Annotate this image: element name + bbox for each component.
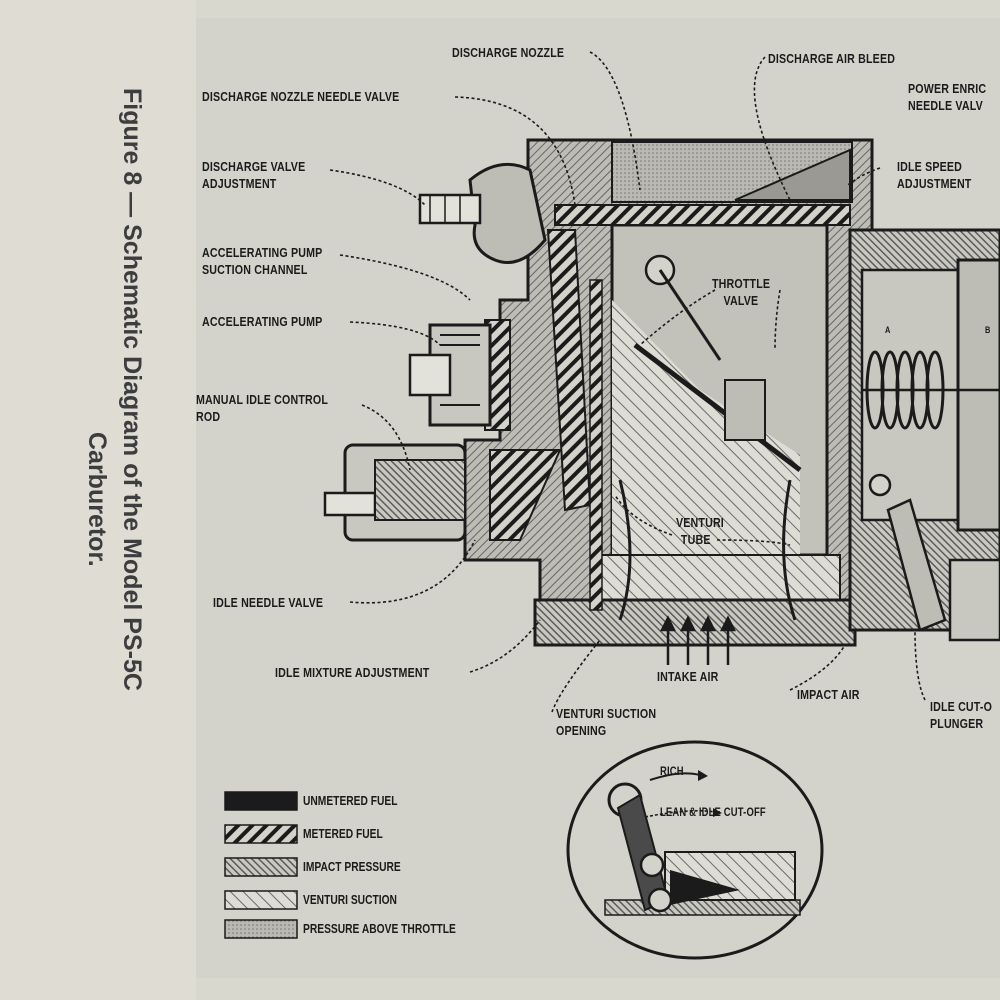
- label-idle-needle-valve: IDLE NEEDLE VALVE: [213, 595, 324, 610]
- legend-label-metered-fuel: METERED FUEL: [303, 827, 383, 841]
- legend-swatch-metered: [224, 824, 298, 844]
- idle-cutoff-plunger: [886, 498, 1000, 642]
- label-accelerating-pump: ACCELERATING PUMP: [202, 314, 323, 329]
- label-discharge-valve-line2: ADJUSTMENT: [202, 176, 277, 191]
- legend-label-pressure-above-throttle: PRESSURE ABOVE THROTTLE: [303, 922, 456, 936]
- label-venturi-tube: VENTURI TUBE: [676, 514, 724, 548]
- idle-control-housing: [323, 443, 467, 542]
- legend-swatch-pressure: [224, 919, 298, 939]
- legend-label-unmetered-fuel: UNMETERED FUEL: [303, 794, 398, 808]
- label-idle-cutoff-line2: PLUNGER: [930, 716, 984, 731]
- legend-swatch-venturi: [224, 890, 298, 910]
- label-intake-air: INTAKE AIR: [657, 669, 719, 684]
- page-margin: [0, 0, 196, 1000]
- inset-label-lean-idle-cutoff: LEAN & IDLE CUT-OFF: [660, 807, 766, 819]
- intake-air-arrows: [659, 615, 737, 665]
- label-idle-cutoff-line1: IDLE CUT-O: [930, 699, 993, 714]
- regulator-section: [848, 228, 1000, 632]
- label-manual-idle-control-rod: MANUAL IDLE CONTROL ROD: [196, 391, 328, 425]
- accelerating-pump: [408, 323, 492, 427]
- label-venturi-suction-line1: VENTURI SUCTION: [556, 706, 657, 721]
- label-idle-cutoff-plunger: IDLE CUT-O PLUNGER: [930, 698, 992, 732]
- label-chamber-a: A: [885, 325, 891, 335]
- label-power-enrichment-line2: NEEDLE VALV: [908, 98, 983, 113]
- label-discharge-valve-line1: DISCHARGE VALVE: [202, 159, 306, 174]
- label-discharge-nozzle-needle-valve: DISCHARGE NOZZLE NEEDLE VALVE: [202, 89, 400, 104]
- legend-label-impact-pressure: IMPACT PRESSURE: [303, 860, 401, 874]
- label-manual-idle-line2: ROD: [196, 409, 221, 424]
- label-venturi-suction-opening: VENTURI SUCTION OPENING: [556, 705, 656, 739]
- throttle-valve: [633, 254, 802, 472]
- label-accelerating-pump-suction: ACCELERATING PUMP SUCTION CHANNEL: [202, 244, 322, 278]
- label-discharge-air-bleed: DISCHARGE AIR BLEED: [768, 51, 896, 66]
- legend-label-venturi-suction: VENTURI SUCTION: [303, 893, 397, 907]
- label-accel-suction-line1: ACCELERATING PUMP: [202, 245, 323, 260]
- discharge-nozzle-assembly: [418, 162, 547, 264]
- label-discharge-nozzle: DISCHARGE NOZZLE: [452, 45, 565, 60]
- label-accel-suction-line2: SUCTION CHANNEL: [202, 262, 308, 277]
- label-venturi-line2: TUBE: [680, 532, 711, 547]
- mixture-control-inset: [566, 740, 824, 960]
- venturi-tube: [618, 479, 797, 621]
- label-throttle-line1: THROTTLE: [712, 276, 771, 291]
- label-venturi-line1: VENTURI: [676, 515, 724, 530]
- label-power-enrichment-line1: POWER ENRIC: [908, 81, 987, 96]
- label-idle-speed-line1: IDLE SPEED: [897, 159, 963, 174]
- label-power-enrichment: POWER ENRIC NEEDLE VALV: [908, 80, 986, 114]
- label-manual-idle-line1: MANUAL IDLE CONTROL: [196, 392, 329, 407]
- label-idle-mixture-adjustment: IDLE MIXTURE ADJUSTMENT: [275, 665, 430, 680]
- label-discharge-valve-adjustment: DISCHARGE VALVE ADJUSTMENT: [202, 158, 305, 192]
- legend-swatches: [224, 791, 298, 939]
- legend-swatch-unmetered: [224, 791, 298, 811]
- label-throttle-valve: THROTTLE VALVE: [712, 275, 770, 309]
- leader-lines: [329, 51, 926, 713]
- label-impact-air: IMPACT AIR: [797, 687, 860, 702]
- inset-label-rich: RICH: [660, 766, 684, 778]
- legend-swatch-impact: [224, 857, 298, 877]
- label-throttle-line2: VALVE: [723, 293, 759, 308]
- label-idle-speed-adjustment: IDLE SPEED ADJUSTMENT: [897, 158, 971, 192]
- label-venturi-suction-line2: OPENING: [556, 723, 607, 738]
- label-chamber-b: B: [985, 325, 991, 335]
- label-idle-speed-line2: ADJUSTMENT: [897, 176, 972, 191]
